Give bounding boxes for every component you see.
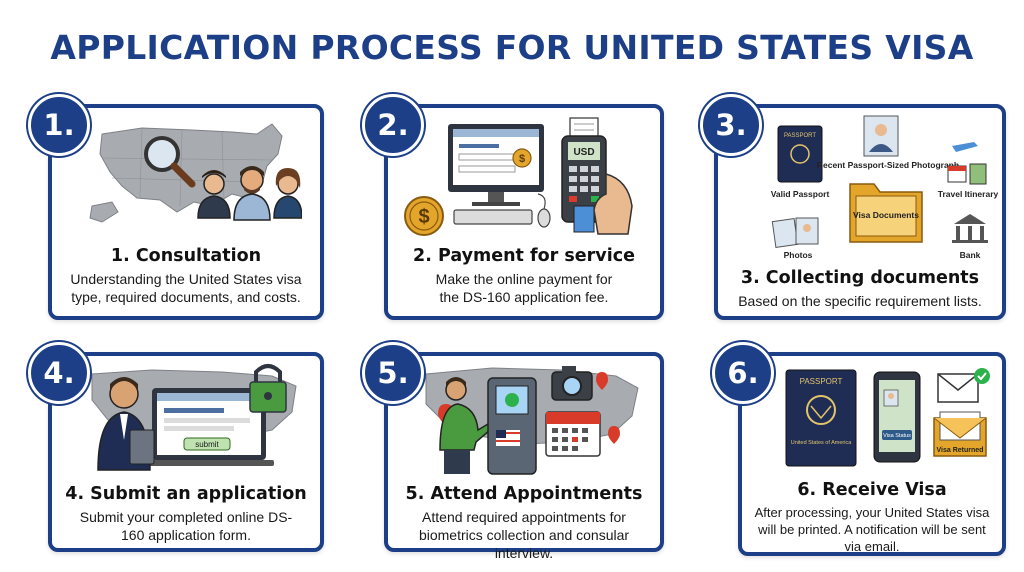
svg-text:United States of America: United States of America	[791, 440, 852, 446]
step-title: 1. Consultation	[110, 246, 262, 266]
step-card-payment: $ $ USD 2. Payment	[384, 104, 664, 320]
submit-label: submit	[195, 440, 219, 449]
step-description: Make the online payment for the DS-160 a…	[435, 271, 613, 305]
step-card-documents: PASSPORT Valid Passport Recent Passport-…	[714, 104, 1006, 320]
calendar-icon	[545, 411, 601, 457]
step-number-badge: 1.	[28, 94, 90, 156]
step-title: 3. Collecting documents	[740, 268, 980, 288]
documents-illustration: PASSPORT Valid Passport Recent Passport-…	[771, 115, 999, 260]
camera-icon	[551, 366, 593, 401]
consultation-illustration	[89, 123, 302, 223]
laptop-icon: submit	[144, 388, 274, 466]
svg-text:Visa Status: Visa Status	[883, 433, 911, 439]
dollar-coin-icon: $	[404, 196, 444, 236]
terminal-screen-text: USD	[573, 147, 594, 158]
step-number-badge: 6.	[712, 342, 774, 404]
payment-illustration: $ $ USD	[404, 117, 633, 236]
step-card-receive-visa: PASSPORT United States of America Visa S…	[738, 352, 1006, 556]
email-icon	[937, 368, 990, 403]
applicant-icon	[97, 377, 155, 471]
phone-icon: Visa Status	[873, 371, 921, 463]
step-card-appointments: 5. Attend Appointments Attend required a…	[384, 352, 664, 561]
photograph-label: Recent Passport-Sized Photograph	[817, 160, 959, 170]
folder-icon	[849, 183, 923, 243]
kiosk-icon	[439, 377, 537, 475]
travel-itinerary-label: Travel Itinerary	[938, 189, 999, 199]
svg-text:$: $	[418, 206, 429, 228]
svg-text:PASSPORT: PASSPORT	[800, 377, 843, 386]
travel-icon	[947, 142, 987, 185]
computer-icon: $	[448, 124, 551, 228]
photos-label: Photos	[784, 250, 813, 260]
bank-label: Bank	[960, 250, 981, 260]
envelope-icon: Visa Returned	[933, 411, 987, 457]
step-description: After processing, your United States vis…	[754, 505, 990, 554]
visa-documents-label: Visa Documents	[853, 210, 919, 220]
step-card-submit: submit 4. Submit an application Submit y…	[48, 352, 324, 552]
page-title: APPLICATION PROCESS FOR UNITED STATES VI…	[50, 28, 974, 67]
photograph-icon	[863, 115, 899, 157]
step-number-badge: 4.	[28, 342, 90, 404]
step-description: Attend required appointments for biometr…	[418, 509, 630, 561]
svg-text:PASSPORT: PASSPORT	[784, 133, 816, 139]
payment-terminal-icon: USD	[561, 117, 633, 235]
passport-icon: PASSPORT	[777, 125, 823, 183]
step-title: 4. Submit an application	[65, 484, 307, 504]
step-title: 5. Attend Appointments	[405, 484, 643, 504]
svg-text:Visa Returned: Visa Returned	[937, 447, 984, 454]
receive-visa-illustration: PASSPORT United States of America Visa S…	[785, 368, 990, 467]
step-number-badge: 5.	[362, 342, 424, 404]
bank-icon	[952, 214, 988, 243]
padlock-icon	[249, 364, 287, 413]
appointments-illustration	[425, 366, 639, 475]
step-number-badge: 3.	[700, 94, 762, 156]
valid-passport-label: Valid Passport	[771, 189, 830, 199]
step-title: 6. Receive Visa	[797, 480, 947, 500]
step-description: Submit your completed online DS-160 appl…	[79, 509, 293, 543]
step-description: Based on the specific requirement lists.	[738, 293, 982, 309]
step-description: Understanding the United States visa typ…	[70, 271, 302, 305]
consultants-icon	[197, 166, 302, 221]
submit-illustration: submit	[91, 364, 297, 471]
passport-icon: PASSPORT United States of America	[785, 369, 857, 467]
magnifier-icon	[144, 136, 196, 188]
step-number-badge: 2.	[362, 94, 424, 156]
step-title: 2. Payment for service	[413, 246, 635, 266]
svg-text:$: $	[519, 153, 525, 165]
step-card-consultation: 1. Consultation Understanding the United…	[48, 104, 324, 320]
photos-icon	[771, 217, 819, 248]
